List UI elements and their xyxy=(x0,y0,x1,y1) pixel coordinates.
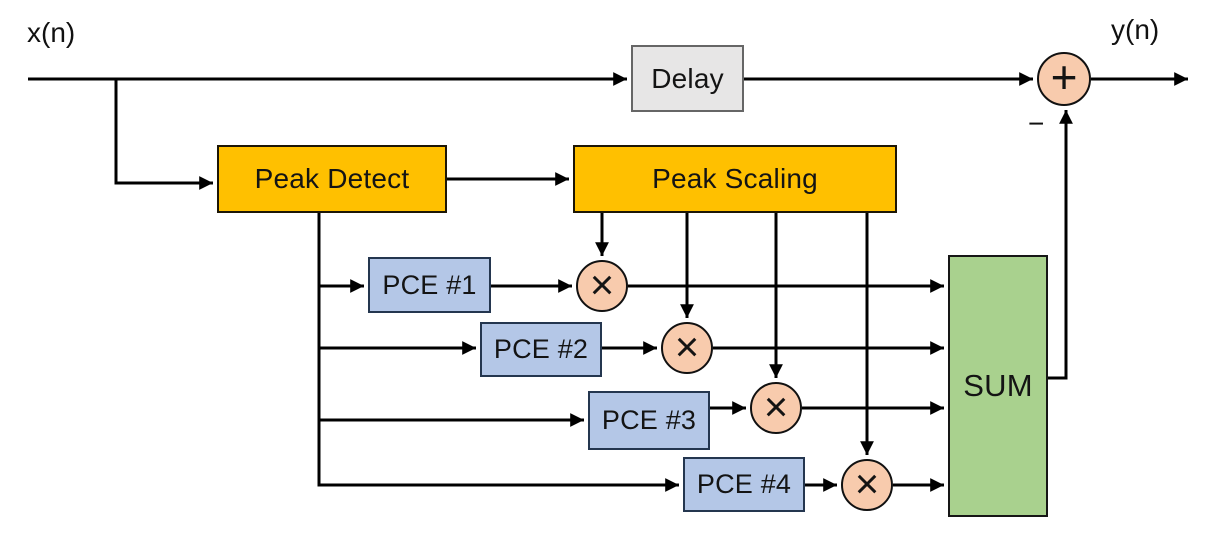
pce-1-block: PCE #1 xyxy=(368,257,491,313)
peak-scaling-block-label: Peak Scaling xyxy=(652,163,818,194)
sum-block-label: SUM xyxy=(963,368,1033,403)
feedback-minus-sign: − xyxy=(1028,108,1045,139)
pce-4-block: PCE #4 xyxy=(683,457,805,512)
peak-detect-block: Peak Detect xyxy=(217,145,447,213)
delay-block-label: Delay xyxy=(651,62,724,94)
pce-1-block-label: PCE #1 xyxy=(382,269,477,300)
multiply-icon: × xyxy=(763,383,789,430)
plus-icon: + xyxy=(1050,51,1078,103)
multiplier-3-circle: × xyxy=(750,382,802,434)
multiply-icon: × xyxy=(674,323,700,370)
pce-2-block: PCE #2 xyxy=(480,322,602,377)
output-signal-label: y(n) xyxy=(1111,14,1160,45)
multiply-icon: × xyxy=(854,460,880,507)
input-signal-label: x(n) xyxy=(27,17,76,48)
adder-circle: + xyxy=(1037,52,1091,106)
wire-peak-detect-trunk-to-pce4 xyxy=(317,213,679,492)
wire-input-branch-to-peak-detect xyxy=(114,79,213,190)
peak-scaling-block: Peak Scaling xyxy=(573,145,897,213)
wire-sum-feedback-to-adder xyxy=(1048,110,1073,380)
peak-detect-block-label: Peak Detect xyxy=(254,163,410,194)
pce-3-block: PCE #3 xyxy=(588,391,710,450)
pce-4-block-label: PCE #4 xyxy=(696,469,792,499)
delay-block: Delay xyxy=(631,45,744,112)
multiplier-2-circle: × xyxy=(661,322,713,374)
multiplier-1-circle: × xyxy=(576,260,628,312)
multiplier-4-circle: × xyxy=(841,459,893,511)
pce-3-block-label: PCE #3 xyxy=(601,405,697,435)
pce-2-block-label: PCE #2 xyxy=(493,334,589,364)
sum-block: SUM xyxy=(948,255,1048,517)
multiply-icon: × xyxy=(589,261,615,308)
